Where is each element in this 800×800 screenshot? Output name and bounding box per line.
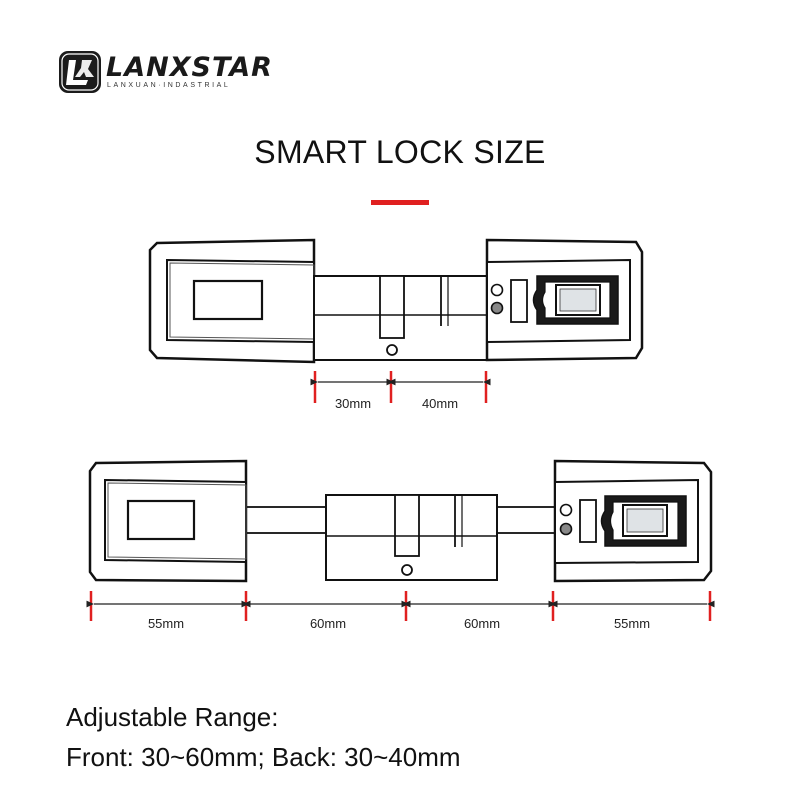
bottom-lock-assembly: 55mm 60mm 60mm 55mm	[86, 459, 715, 631]
brand-logo: LANXSTAR LANXUAN·INDASTRIAL	[58, 48, 278, 96]
top-cylinder	[313, 275, 488, 361]
dim-label-right-60mm: 60mm	[464, 616, 500, 631]
dim-label-right-55mm: 55mm	[614, 616, 650, 631]
adjustable-range-heading: Adjustable Range:	[66, 702, 279, 732]
adjustable-range-detail: Front: 30~60mm; Back: 30~40mm	[66, 742, 461, 772]
bottom-left-handle	[88, 459, 248, 583]
title-accent-bar	[371, 200, 429, 205]
brand-name: LANXSTAR	[106, 52, 273, 83]
top-left-handle	[148, 238, 316, 364]
dim-label-left-55mm: 55mm	[148, 616, 184, 631]
page-title: SMART LOCK SIZE	[254, 134, 546, 170]
brand-tagline: LANXUAN·INDASTRIAL	[107, 82, 231, 89]
lx-logo-icon	[59, 51, 101, 93]
bottom-right-handle	[553, 459, 713, 583]
bottom-dimensions: 55mm 60mm 60mm 55mm	[86, 591, 715, 631]
dim-label-30mm: 30mm	[335, 396, 371, 411]
dim-label-left-60mm: 60mm	[310, 616, 346, 631]
bottom-cylinder	[325, 494, 498, 581]
dim-label-40mm: 40mm	[422, 396, 458, 411]
top-lock-assembly: 30mm 40mm	[148, 238, 644, 411]
top-dimensions: 30mm 40mm	[310, 371, 491, 411]
bottom-spindle	[245, 506, 556, 534]
top-right-handle	[485, 238, 644, 362]
